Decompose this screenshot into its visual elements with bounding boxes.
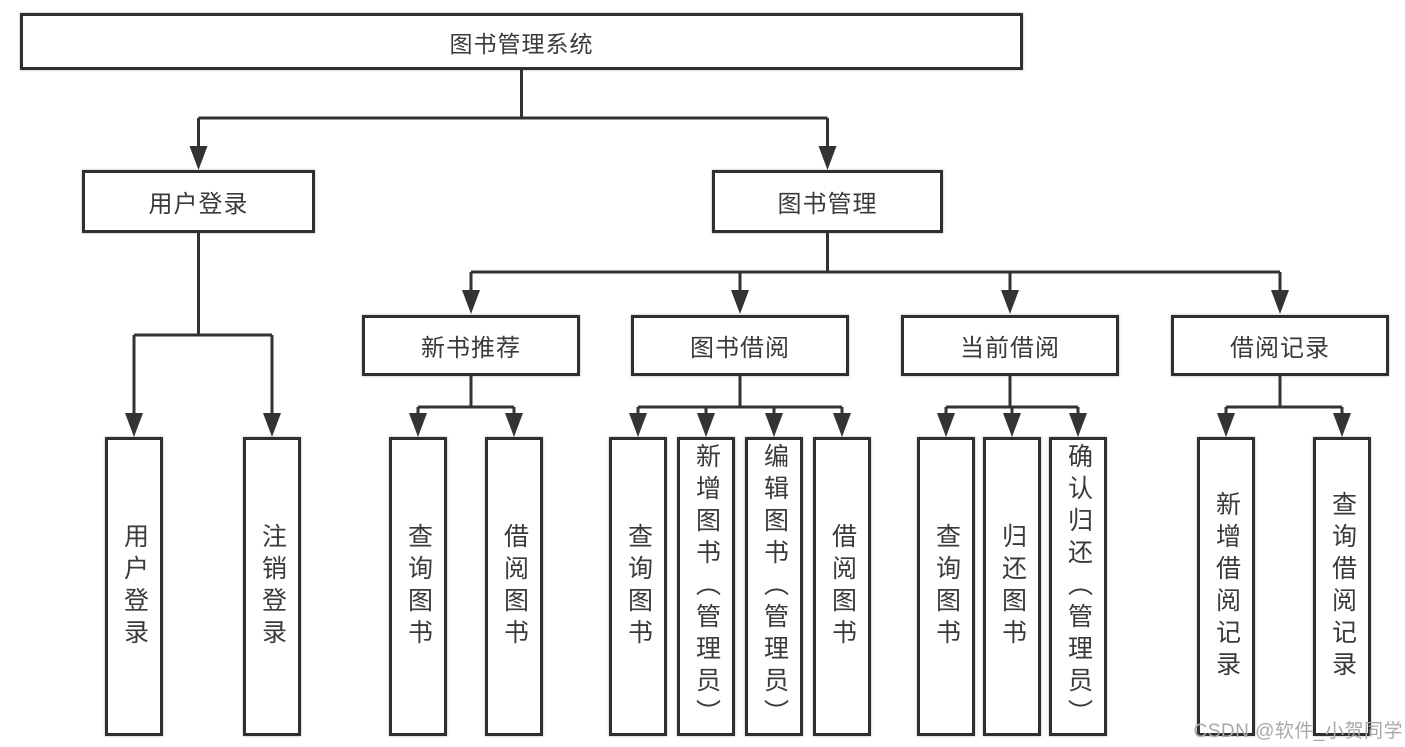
connector-lines <box>132 70 1344 415</box>
leaf-label: 注销登录 <box>258 522 287 651</box>
leaf-label: 查询借阅记录 <box>1328 490 1357 683</box>
leaf-label: 新增图书（管理员） <box>692 442 721 731</box>
node-label: 当前借阅 <box>960 335 1060 362</box>
leaf-query-borrow-record: 查询借阅记录 <box>1313 437 1371 736</box>
leaf-label: 借阅图书 <box>500 522 529 651</box>
leaf-label: 查询图书 <box>624 522 653 651</box>
leaf-label: 新增借阅记录 <box>1212 490 1241 683</box>
node-label: 图书管理系统 <box>449 30 594 57</box>
node-label: 图书管理 <box>777 191 878 218</box>
node-library-management-system: 图书管理系统 <box>20 13 1023 70</box>
arrowheads <box>125 146 1351 437</box>
node-new-book-recommend: 新书推荐 <box>362 315 580 376</box>
leaf-edit-books-admin: 编辑图书（管理员） <box>745 437 803 736</box>
leaf-logout: 注销登录 <box>243 437 301 736</box>
node-label: 新书推荐 <box>421 335 521 362</box>
leaf-add-borrow-record: 新增借阅记录 <box>1197 437 1255 736</box>
node-current-borrowing: 当前借阅 <box>901 315 1119 376</box>
node-user-login-branch: 用户登录 <box>82 170 315 233</box>
leaf-return-books: 归还图书 <box>983 437 1041 736</box>
node-book-management-branch: 图书管理 <box>712 170 943 233</box>
node-label: 图书借阅 <box>690 335 790 362</box>
leaf-label: 编辑图书（管理员） <box>760 442 789 731</box>
leaf-user-login: 用户登录 <box>105 437 163 736</box>
leaf-query-books-recommend: 查询图书 <box>389 437 447 736</box>
leaf-label: 用户登录 <box>120 522 149 651</box>
leaf-add-books-admin: 新增图书（管理员） <box>677 437 735 736</box>
leaf-borrow-books-recommend: 借阅图书 <box>485 437 543 736</box>
leaf-query-books-current: 查询图书 <box>917 437 975 736</box>
leaf-label: 借阅图书 <box>828 522 857 651</box>
node-label: 用户登录 <box>148 191 249 218</box>
leaf-label: 查询图书 <box>404 522 433 651</box>
leaf-borrow-books: 借阅图书 <box>813 437 871 736</box>
node-label: 借阅记录 <box>1230 335 1330 362</box>
leaf-label: 确认归还（管理员） <box>1064 442 1093 731</box>
leaf-confirm-return-admin: 确认归还（管理员） <box>1049 437 1107 736</box>
node-book-borrowing: 图书借阅 <box>631 315 849 376</box>
node-borrow-records: 借阅记录 <box>1171 315 1389 376</box>
leaf-query-books-borrow: 查询图书 <box>609 437 667 736</box>
csdn-watermark: CSDN @软件_小贺同学 <box>1193 721 1403 742</box>
leaf-label: 归还图书 <box>998 522 1027 651</box>
leaf-label: 查询图书 <box>932 522 961 651</box>
